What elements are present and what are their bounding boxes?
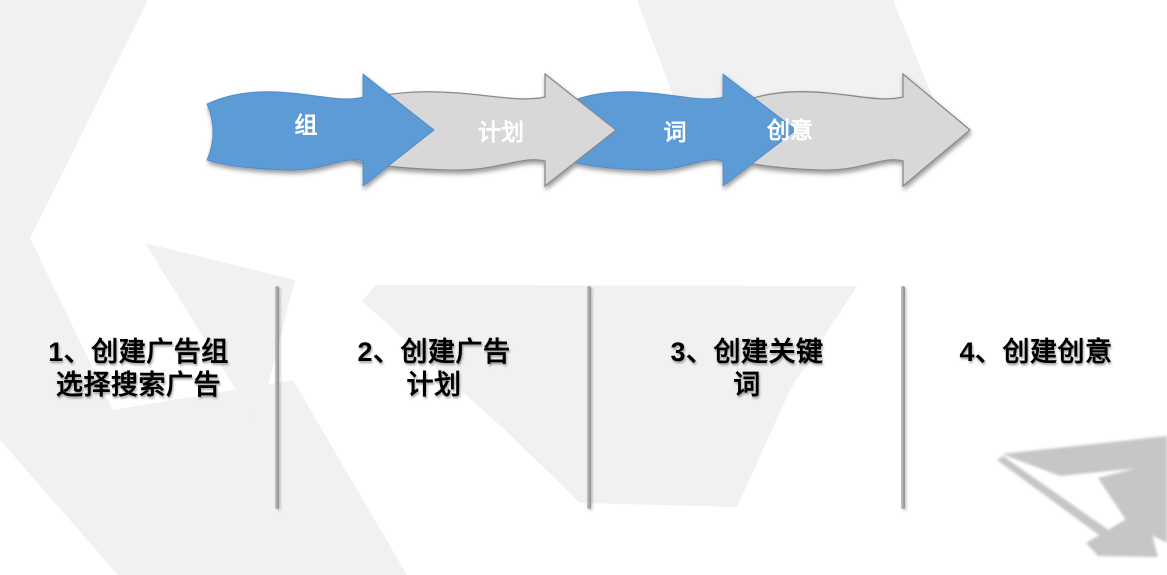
step-2-line-1: 2、创建广告 xyxy=(357,337,511,367)
step-divider-1 xyxy=(275,286,279,509)
flow-arrow-label-group: 组 xyxy=(295,112,318,138)
watermark-shape xyxy=(0,238,407,575)
flow-arrow-label-creative: 创意 xyxy=(766,117,813,143)
flow-arrow-labels: 组 计划 词 创意 xyxy=(295,112,814,145)
step-4: 4、创建创意 xyxy=(905,336,1167,369)
flow-arrows xyxy=(206,72,972,188)
step-1-line-2: 选择搜索广告 xyxy=(56,370,221,400)
step-3-line-1: 3、创建关键 xyxy=(670,337,824,367)
paper-plane-body xyxy=(1098,460,1167,543)
watermark-shape xyxy=(0,0,148,238)
paper-plane-decoration xyxy=(997,436,1167,557)
step-1: 1、创建广告组 选择搜索广告 xyxy=(0,336,277,402)
paper-plane-edge xyxy=(997,456,1127,549)
flow-arrow-label-keyword: 词 xyxy=(664,119,687,145)
step-3-line-2: 词 xyxy=(733,370,761,400)
step-2: 2、创建广告 计划 xyxy=(279,336,589,402)
flow-arrow-group xyxy=(206,73,435,187)
paper-plane-tail xyxy=(1086,508,1158,557)
watermark-shape xyxy=(145,243,295,425)
step-1-line-1: 1、创建广告组 xyxy=(48,337,229,367)
step-2-line-2: 计划 xyxy=(406,370,462,400)
flow-arrow-label-plan: 计划 xyxy=(478,119,524,145)
step-divider-2 xyxy=(587,286,591,509)
step-4-line-1: 4、创建创意 xyxy=(959,337,1113,367)
watermark-shape xyxy=(362,285,857,507)
background-watermark xyxy=(0,0,950,575)
step-divider-3 xyxy=(901,286,905,509)
step-3: 3、创建关键 词 xyxy=(591,336,903,402)
paper-plane-wing xyxy=(1002,436,1167,476)
